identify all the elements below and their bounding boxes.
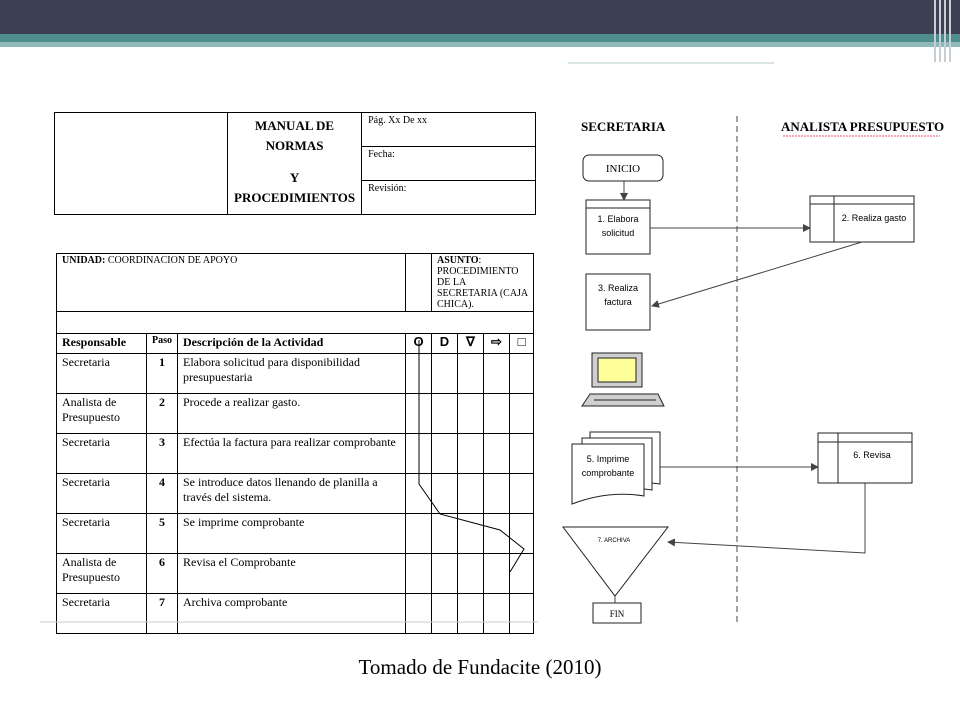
- revision-cell: Revisión:: [361, 180, 536, 215]
- step6-label: 6. Revisa: [853, 450, 891, 460]
- cell-descripcion: Revisa el Comprobante: [177, 553, 406, 594]
- step3-label-line1: 3. Realiza: [598, 283, 638, 293]
- table-row: Secretaria 4 Se introduce datos llenando…: [56, 473, 534, 514]
- step5-label-line2: comprobante: [582, 468, 635, 478]
- slide-accent-line: [568, 62, 774, 64]
- cell-paso: 7: [146, 593, 178, 634]
- computer-icon: [581, 352, 665, 407]
- cell-paso: 4: [146, 473, 178, 514]
- cell-responsable: Secretaria: [56, 433, 147, 474]
- cell-descripcion: Efectúa la factura para realizar comprob…: [177, 433, 406, 474]
- slide-accent-bar: [0, 34, 960, 42]
- cell-descripcion: Archiva comprobante: [177, 593, 406, 634]
- step5-label-line1: 5. Imprime: [587, 454, 630, 464]
- manual-title-cell: MANUAL DE NORMAS Y PROCEDIMIENTOS: [226, 112, 363, 215]
- step3-label-line2: factura: [604, 297, 632, 307]
- cell-paso: 2: [146, 393, 178, 434]
- manual-header-table: MANUAL DE NORMAS Y PROCEDIMIENTOS Pág. X…: [54, 112, 536, 215]
- inicio-label: INICIO: [606, 163, 640, 175]
- fin-label: FIN: [610, 609, 625, 619]
- step7-archive-triangle: [561, 526, 670, 597]
- cell-responsable: Secretaria: [56, 473, 147, 514]
- table-row: Secretaria 5 Se imprime comprobante: [56, 513, 534, 554]
- inicio-terminal: [582, 154, 664, 182]
- date-cell: Fecha:: [361, 146, 536, 181]
- manual-title-line2: Y PROCEDIMIENTOS: [234, 170, 356, 206]
- slide-accent-bar-light: [0, 42, 960, 47]
- unit-cell: UNIDAD: COORDINACION DE APOYO: [56, 253, 406, 312]
- cell-paso: 6: [146, 553, 178, 594]
- step3-box: [585, 273, 651, 331]
- cell-descripcion: Se introduce datos llenando de planilla …: [177, 473, 406, 514]
- step7-label: 7. ARCHIVA: [598, 538, 631, 544]
- step1-box: [585, 199, 651, 255]
- step5-document-stack: [571, 431, 661, 505]
- slide-top-bar: [0, 0, 960, 34]
- fin-terminal: [592, 602, 642, 624]
- table-row: Secretaria 3 Efectúa la factura para rea…: [56, 433, 534, 474]
- table-row: Analista de Presupuesto 2 Procede a real…: [56, 393, 534, 434]
- header-responsable: Responsable: [56, 333, 147, 354]
- logo-cell: [54, 112, 228, 215]
- step1-label-line1: 1. Elabora: [597, 214, 638, 224]
- cell-descripcion: Elabora solicitud para disponibilidad pr…: [177, 353, 406, 394]
- activity-table: UNIDAD: COORDINACION DE APOYO ASUNTO: PR…: [56, 253, 534, 634]
- lane-secretaria-title: SECRETARIA: [581, 119, 666, 134]
- cell-responsable: Analista de Presupuesto: [56, 553, 147, 594]
- step1-label-line2: solicitud: [602, 228, 635, 238]
- subject-cell: ASUNTO: PROCEDIMIENTO DE LA SECRETARIA (…: [431, 253, 534, 312]
- table-row: Secretaria 7 Archiva comprobante: [56, 593, 534, 634]
- cell-responsable: Secretaria: [56, 353, 147, 394]
- slide-corner-lines: [934, 0, 952, 62]
- lane-analista-title: ANALISTA PRESUPUESTO: [781, 119, 944, 134]
- source-caption: Tomado de Fundacite (2010): [358, 655, 602, 679]
- page-number-cell: Pág. Xx De xx: [361, 112, 536, 147]
- manual-title-line1: MANUAL DE NORMAS: [255, 118, 335, 154]
- slide-accent-line: [568, 50, 888, 53]
- step6-box: [817, 432, 913, 484]
- step2-label: 2. Realiza gasto: [842, 213, 907, 223]
